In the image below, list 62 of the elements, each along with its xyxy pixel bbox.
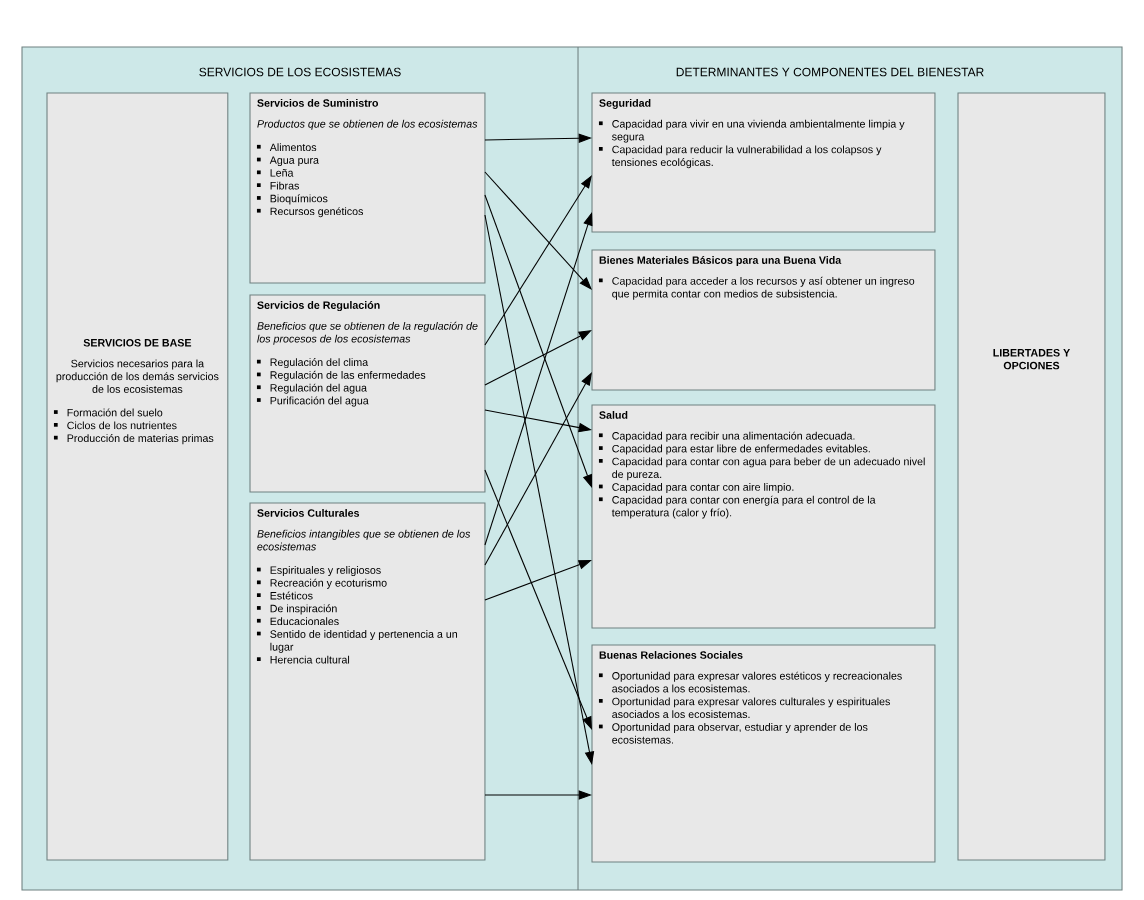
info-box: [591, 249, 936, 391]
bullet-item: Regulación de las enfermedades: [256, 370, 426, 381]
box-heading: Salud: [599, 411, 628, 419]
arrow: [484, 330, 592, 386]
bullet-item: Capacidad para reducir la vulnerabilidad a los colapsos y tensiones ecológicas.: [598, 145, 882, 169]
arrow: [484, 194, 592, 488]
bullet-item: Espirituales y religiosos: [256, 566, 381, 576]
info-box: [249, 92, 486, 284]
bullet-item: Oportunidad para expresar valores estéticos y recreacionales asociados a los ecosistemas.: [598, 671, 902, 693]
bullet-item: Oportunidad para observar, estudiar y aprender de los ecosistemas.: [598, 723, 868, 744]
bullet-item: Bioquímicos: [256, 194, 328, 205]
info-box: [46, 92, 229, 861]
bullet-item: Agua pura: [256, 156, 319, 166]
info-box: [591, 92, 936, 233]
arrow: [484, 560, 592, 601]
bullet-item: Capacidad para contar con aire limpio.: [598, 483, 794, 493]
bullet-item: Leña: [256, 168, 294, 177]
box-heading: Servicios de Suministro: [257, 99, 379, 107]
bullet-item: Estéticos: [256, 591, 313, 600]
bullet-item: Ciclos de los nutrientes: [53, 421, 177, 430]
bullet-item: Purificación del agua: [256, 396, 369, 407]
info-box: [957, 92, 1106, 861]
box-heading: Seguridad: [599, 99, 651, 109]
bullet-item: Capacidad para contar con agua para beber de un adecuado nivel de pureza.: [598, 457, 925, 481]
description: Beneficios que se obtienen de la regulación de los procesos de los ecosistemas: [257, 321, 478, 345]
box-heading: Bienes Materiales Básicos para una Buena Vida: [599, 256, 842, 267]
bullet-item: Educacionales: [256, 617, 339, 626]
bullet-item: Fibras: [256, 181, 299, 190]
bullet-item: Regulación del agua: [256, 383, 367, 394]
bullet-item: Alimentos: [256, 143, 317, 152]
info-box: [591, 404, 936, 629]
column-heading: DETERMINANTES Y COMPONENTES DEL BIENESTAR: [676, 67, 984, 77]
bullet-item: Producción de materias primas: [53, 434, 214, 445]
bullet-item: Oportunidad para expresar valores culturales y espirituales asociados a los ecosistemas.: [598, 697, 890, 719]
bullet-item: Formación del suelo: [53, 408, 163, 417]
box-heading: LIBERTADES Y OPCIONES: [993, 349, 1070, 370]
arrow: [484, 372, 592, 566]
arrow: [484, 171, 592, 290]
info-box: [249, 502, 486, 861]
description: Servicios necesarios para la producción de los demás servicios de los ecosistemas: [56, 359, 219, 393]
arrow: [484, 175, 592, 346]
bullet-item: Sentido de identidad y pertenencia a un lugar: [256, 630, 457, 653]
description: Beneficios intangibles que se obtienen de los ecosistemas: [257, 529, 471, 551]
bullet-item: Capacidad para contar con energía para el control de la temperatura (calor y frío).: [598, 495, 876, 519]
bullet-item: De inspiración: [256, 604, 337, 615]
description: Productos que se obtienen de los ecosistemas: [257, 119, 478, 130]
bullet-item: Herencia cultural: [256, 655, 350, 664]
bullet-item: Capacidad para recibir una alimentación adecuada.: [598, 431, 855, 442]
bullet-item: Recreación y ecoturismo: [256, 578, 387, 589]
bullet-item: Recursos genéticos: [256, 207, 363, 218]
info-box: [591, 644, 936, 863]
box-heading: SERVICIOS DE BASE: [83, 339, 192, 347]
info-box: [249, 294, 486, 493]
column-heading: SERVICIOS DE LOS ECOSISTEMAS: [199, 67, 401, 77]
bullet-item: Regulación del clima: [256, 358, 369, 369]
box-heading: Buenas Relaciones Sociales: [599, 651, 743, 659]
box-heading: Servicios de Regulación: [257, 301, 380, 312]
bullet-item: Capacidad para vivir en una vivienda ambientalmente limpia y segura: [598, 119, 905, 143]
bullet-item: Capacidad para estar libre de enfermedades evitables.: [598, 444, 870, 455]
box-heading: Servicios Culturales: [257, 509, 360, 517]
arrow: [484, 469, 592, 730]
bullet-item: Capacidad para acceder a los recursos y así obtener un ingreso que permita contar con medios de subsistencia.: [598, 276, 915, 300]
